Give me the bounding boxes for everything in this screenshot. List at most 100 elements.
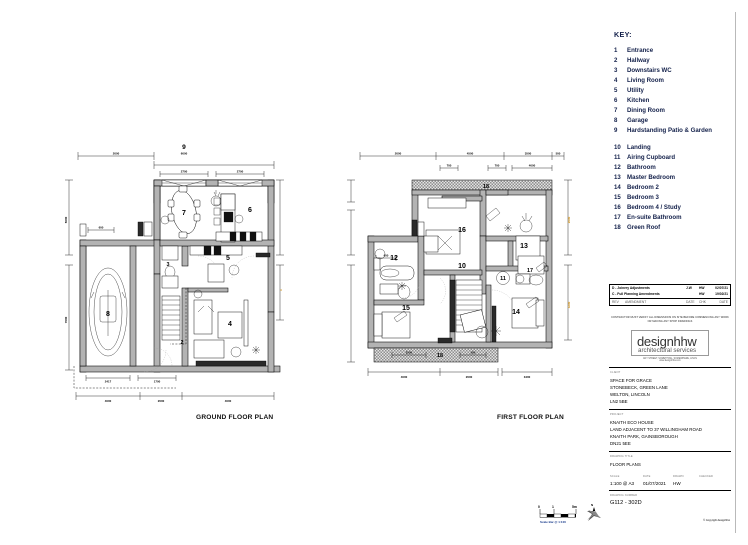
gf-utility: 5 (189, 245, 271, 283)
svg-text:2: 2 (181, 340, 184, 346)
svg-text:2417: 2417 (105, 380, 112, 384)
svg-text:10: 10 (458, 263, 466, 270)
svg-text:500: 500 (556, 152, 561, 156)
meta-label: CHECKED (699, 475, 714, 479)
key-item-number: 17 (614, 213, 621, 221)
revision-cell: J.W (686, 285, 692, 290)
key-item-number: 3 (614, 66, 618, 74)
client-line: WELTON, LINCOLN (610, 392, 650, 398)
revision-header-date: DATE (686, 299, 695, 304)
key-item-2: 2 Hallway (614, 56, 740, 64)
scale-bar-graphic: 0 1 5m Scale Bar @ 1:100 (538, 505, 577, 524)
key-item-label: Hallway (627, 56, 650, 64)
svg-text:4: 4 (228, 321, 232, 328)
key-item-number: 5 (614, 86, 618, 94)
svg-text:13: 13 (520, 243, 528, 250)
client-line: LN2 5BE (610, 399, 628, 405)
drawing-title-section: DRAWING TITLE FLOOR PLANS (609, 451, 731, 472)
key-item-label: Bathroom (627, 163, 656, 171)
svg-text:11: 11 (500, 276, 506, 282)
gf-dining: 7 (160, 185, 222, 239)
ff-top-dimensions: 2000 4500 3500 500 700 700 4000 (359, 152, 565, 171)
key-item-number: 8 (614, 116, 618, 124)
project-label: PROJECT (610, 413, 624, 417)
north-arrow: N (587, 503, 601, 521)
ground-floor-plan-label: GROUND FLOOR PLAN (196, 414, 274, 421)
svg-text:4000: 4000 (105, 399, 112, 403)
svg-text:5: 5 (226, 255, 230, 262)
revision-cell: 02/07/21 (715, 285, 728, 290)
gf-left-dimensions: 5000 7000 (64, 179, 73, 371)
revision-cell: HW (699, 285, 705, 290)
svg-text:700: 700 (495, 164, 500, 168)
key-item-label: Entrance (627, 47, 654, 54)
meta-label: DRAWN (673, 475, 684, 479)
key-item-number: 12 (614, 163, 621, 171)
svg-text:Scale Bar @ 1:100: Scale Bar @ 1:100 (540, 520, 566, 524)
gf-walls (79, 179, 281, 373)
key-item-17: 17 En-suite Bathroom (614, 213, 740, 221)
svg-text:18: 18 (483, 184, 489, 190)
key-item-number: 1 (614, 47, 618, 54)
gf-bottom-dimensions: 4000 2000 4000 (75, 392, 275, 403)
ff-bottom-dimensions: 4000 2000 3400 (367, 368, 553, 379)
meta-value: 1:100 @ A3 (610, 480, 635, 486)
key-item-number: 11 (614, 153, 621, 161)
svg-text:N: N (591, 503, 593, 507)
ff-bed4: 16 600 (373, 197, 512, 271)
meta-value: HW (673, 480, 681, 486)
key-item-label: Dining Room (627, 106, 665, 114)
svg-text:8: 8 (106, 311, 110, 318)
svg-text:1700: 1700 (154, 380, 161, 384)
drawing-number-label: DRAWING NUMBER (610, 493, 638, 497)
svg-text:500: 500 (471, 351, 476, 355)
svg-text:6000: 6000 (181, 152, 188, 156)
practice-logo: designhhw architectural services (609, 329, 731, 356)
gf-garage: 8 (88, 267, 128, 357)
svg-text:2700: 2700 (181, 170, 188, 174)
logo-wordmark: designhhw (637, 333, 697, 349)
key-item-7: 7 Dining Room (614, 106, 740, 114)
key-item-label: Bedroom 3 (627, 193, 659, 201)
key-item-number: 2 (614, 56, 618, 64)
meta-label: DATE (643, 475, 651, 479)
svg-text:17: 17 (527, 268, 533, 274)
key-item-label: En-suite Bathroom (627, 213, 682, 221)
svg-text:2000: 2000 (395, 152, 402, 156)
key-item-number: 7 (614, 106, 618, 114)
project-line: DN21 5EE (610, 441, 631, 447)
svg-text:4500: 4500 (467, 152, 474, 156)
key-item-1: 1 Entrance (614, 47, 740, 54)
key-item-label: Master Bedroom (627, 173, 676, 181)
svg-text:18: 18 (437, 353, 443, 359)
svg-text:600: 600 (384, 254, 389, 258)
svg-text:7: 7 (182, 210, 186, 217)
revision-header-desc: AMENDMENT (625, 299, 647, 304)
svg-text:3400: 3400 (524, 375, 531, 379)
first-floor-plan-label: FIRST FLOOR PLAN (497, 414, 564, 421)
ff-airing: 11 (496, 271, 510, 285)
copyright-notice: © Copyright designhhw (703, 519, 730, 522)
ff-ensuite: 17 (515, 268, 544, 286)
ground-floor-plan-drawing: 2000 9 6000 2700 2700 5000 7000 (64, 144, 284, 403)
svg-text:1: 1 (279, 289, 283, 291)
meta-value (699, 481, 730, 486)
svg-text:4000: 4000 (225, 399, 232, 403)
gf-hall-stairs: 2 3 (143, 245, 187, 373)
key-item-label: Landing (627, 143, 651, 151)
